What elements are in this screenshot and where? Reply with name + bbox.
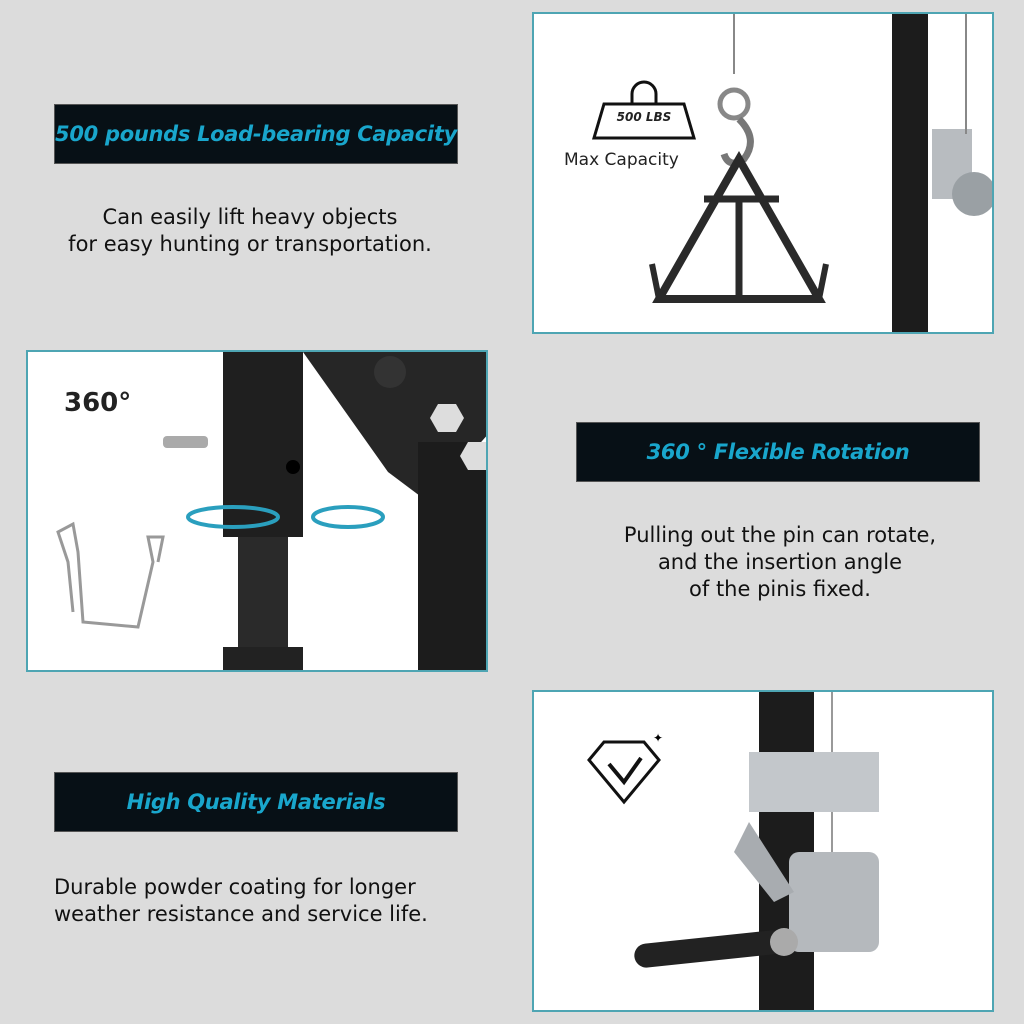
hook-illustration (649, 14, 992, 332)
materials-description: Durable powder coating for longer weathe… (40, 874, 440, 928)
capacity-description: Can easily lift heavy objects for easy h… (40, 204, 460, 258)
winch-illustration (634, 692, 879, 1010)
desc-line: of the pinis fixed. (689, 577, 871, 601)
rotation-360-badge: 360° (64, 388, 132, 418)
section-title-rotation: 360 ° Flexible Rotation (576, 422, 980, 482)
desc-line: Durable powder coating for longer (54, 875, 416, 899)
desc-line: Can easily lift heavy objects (102, 205, 398, 229)
weight-label: 500 LBS (616, 110, 672, 124)
desc-line: for easy hunting or transportation. (68, 232, 432, 256)
rotation-illustration (56, 352, 486, 670)
desc-line: Pulling out the pin can rotate, (623, 523, 937, 547)
rotation-image-panel: 360° (26, 350, 488, 672)
rotation-description: Pulling out the pin can rotate, and the … (580, 522, 980, 603)
materials-image-panel: ✦ (532, 690, 994, 1012)
diamond-quality-icon: ✦ (587, 731, 663, 805)
desc-line: and the insertion angle (657, 550, 903, 574)
desc-line: weather resistance and service life. (54, 902, 428, 926)
section-title-capacity: 500 pounds Load-bearing Capacity (54, 104, 458, 164)
svg-text:✦: ✦ (653, 731, 663, 745)
weight-icon (591, 80, 697, 140)
section-title-materials: High Quality Materials (54, 772, 458, 832)
max-capacity-caption: Max Capacity (564, 150, 679, 170)
capacity-image-panel: 500 LBS Max Capacity (532, 12, 994, 334)
